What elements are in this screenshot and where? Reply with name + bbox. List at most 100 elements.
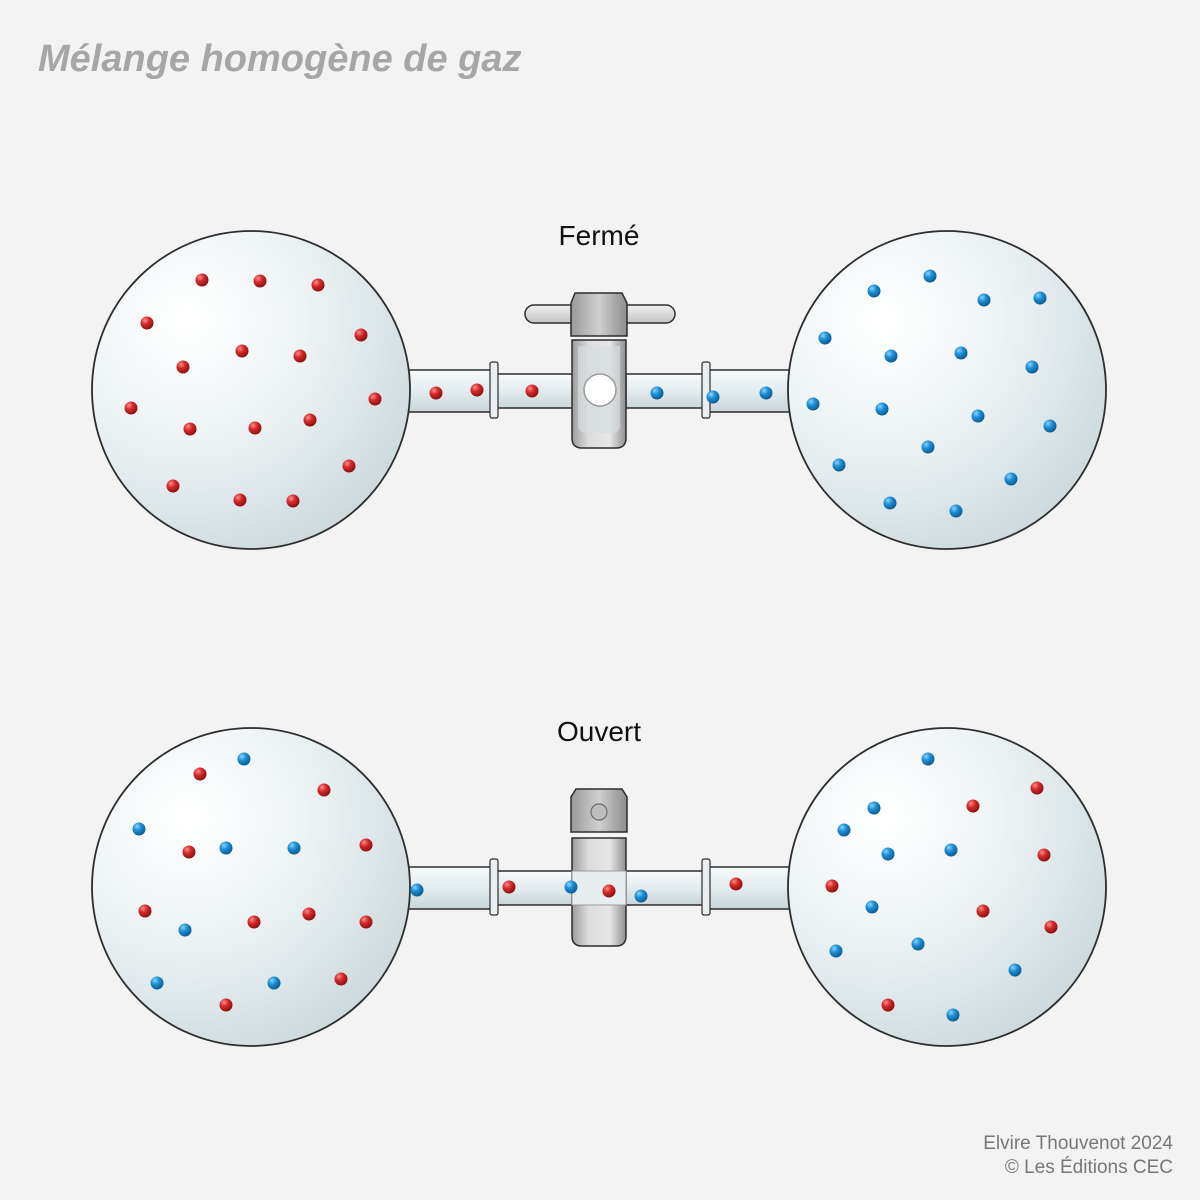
stopcock-closed <box>524 292 676 449</box>
closed-blue-particle <box>1004 472 1018 486</box>
closed-blue-particle <box>884 349 898 363</box>
right-flask <box>787 230 1107 550</box>
closed-red-particle <box>470 383 484 397</box>
open-blue-particle <box>881 847 895 861</box>
credit-author: Elvire Thouvenot 2024 <box>983 1133 1173 1154</box>
closed-bore <box>583 373 617 407</box>
closed-blue-particle <box>1033 291 1047 305</box>
open-blue-particle <box>410 883 424 897</box>
closed-blue-particle <box>1043 419 1057 433</box>
left-flask-open <box>91 727 411 1047</box>
closed-red-particle <box>176 360 190 374</box>
closed-blue-particle <box>1025 360 1039 374</box>
closed-red-particle <box>311 278 325 292</box>
open-red-particle <box>359 838 373 852</box>
closed-blue-particle <box>923 269 937 283</box>
closed-red-particle <box>429 386 443 400</box>
handle-end-icon <box>590 803 608 821</box>
open-blue-particle <box>132 822 146 836</box>
open-red-particle <box>359 915 373 929</box>
open-red-particle <box>182 845 196 859</box>
open-red-particle <box>193 767 207 781</box>
closed-blue-particle <box>818 331 832 345</box>
open-blue-particle <box>865 900 879 914</box>
open-red-particle <box>317 783 331 797</box>
stopcock-cap <box>570 292 628 337</box>
right-flask-open <box>787 727 1107 1047</box>
open-blue-particle <box>564 880 578 894</box>
open-red-particle <box>334 972 348 986</box>
open-blue-particle <box>946 1008 960 1022</box>
closed-blue-particle <box>806 397 820 411</box>
closed-red-particle <box>248 421 262 435</box>
open-blue-particle <box>1008 963 1022 977</box>
closed-blue-particle <box>867 284 881 298</box>
open-red-particle <box>1044 920 1058 934</box>
open-red-particle <box>966 799 980 813</box>
closed-red-particle <box>342 459 356 473</box>
open-red-particle <box>1030 781 1044 795</box>
closed-apparatus <box>91 230 1107 550</box>
open-red-particle <box>602 884 616 898</box>
open-blue-particle <box>837 823 851 837</box>
open-red-particle <box>247 915 261 929</box>
open-blue-particle <box>944 843 958 857</box>
closed-red-particle <box>253 274 267 288</box>
open-blue-particle <box>921 752 935 766</box>
open-state-label: Ouvert <box>556 716 642 747</box>
particles-open <box>132 752 1058 1022</box>
open-red-particle <box>138 904 152 918</box>
open-blue-particle <box>829 944 843 958</box>
open-red-particle <box>825 879 839 893</box>
closed-blue-particle <box>832 458 846 472</box>
closed-red-particle <box>354 328 368 342</box>
closed-red-particle <box>124 401 138 415</box>
open-blue-particle <box>287 841 301 855</box>
open-bore <box>571 870 627 906</box>
open-apparatus <box>91 727 1107 1047</box>
closed-blue-particle <box>921 440 935 454</box>
open-red-particle <box>881 998 895 1012</box>
closed-red-particle <box>286 494 300 508</box>
open-red-particle <box>502 880 516 894</box>
open-red-particle <box>1037 848 1051 862</box>
closed-red-particle <box>166 479 180 493</box>
open-blue-particle <box>178 923 192 937</box>
closed-red-particle <box>183 422 197 436</box>
open-blue-particle <box>867 801 881 815</box>
open-red-particle <box>976 904 990 918</box>
right-tube <box>625 361 803 419</box>
particles-closed <box>124 269 1057 518</box>
open-blue-particle <box>219 841 233 855</box>
closed-state-label: Fermé <box>558 220 640 251</box>
closed-blue-particle <box>650 386 664 400</box>
credit-publisher: © Les Éditions CEC <box>1004 1157 1173 1178</box>
closed-blue-particle <box>759 386 773 400</box>
closed-red-particle <box>525 384 539 398</box>
left-tube <box>397 361 575 419</box>
open-red-particle <box>302 907 316 921</box>
open-blue-particle <box>911 937 925 951</box>
right-tube-open <box>701 858 803 916</box>
open-blue-particle <box>267 976 281 990</box>
open-blue-particle <box>150 976 164 990</box>
closed-blue-particle <box>949 504 963 518</box>
closed-blue-particle <box>706 390 720 404</box>
closed-blue-particle <box>971 409 985 423</box>
open-blue-particle <box>634 889 648 903</box>
closed-blue-particle <box>875 402 889 416</box>
left-tube-open <box>397 858 705 916</box>
open-red-particle <box>219 998 233 1012</box>
left-flask <box>91 230 411 550</box>
stopcock-open <box>570 788 628 947</box>
closed-red-particle <box>303 413 317 427</box>
closed-red-particle <box>235 344 249 358</box>
closed-red-particle <box>293 349 307 363</box>
closed-red-particle <box>140 316 154 330</box>
closed-red-particle <box>195 273 209 287</box>
diagram-title: Mélange homogène de gaz <box>38 38 522 80</box>
open-blue-particle <box>237 752 251 766</box>
closed-blue-particle <box>954 346 968 360</box>
open-red-particle <box>729 877 743 891</box>
